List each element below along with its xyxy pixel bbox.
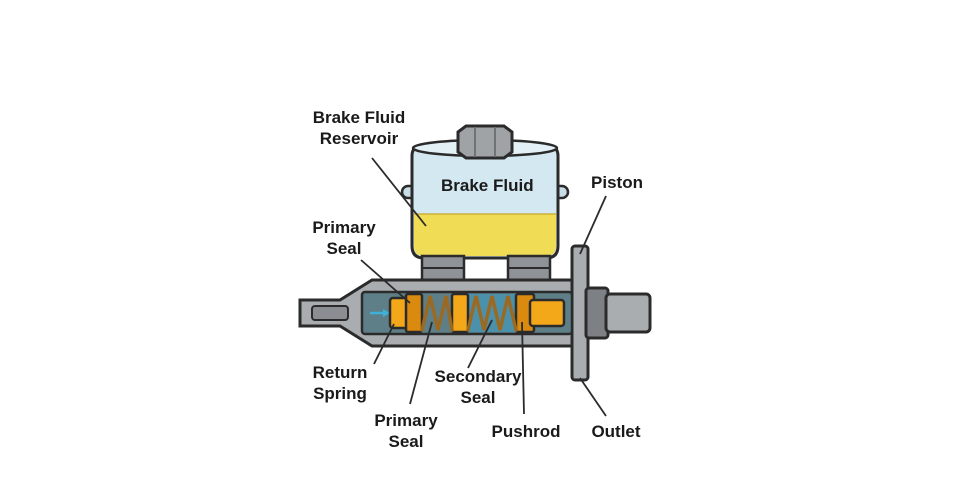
secondary-spring xyxy=(466,295,518,332)
label-outlet: Outlet xyxy=(591,422,641,441)
label-piston: Piston xyxy=(591,173,643,192)
label-line: Spring xyxy=(313,384,367,403)
reservoir-ports xyxy=(420,254,552,284)
reservoir-cap-bolt xyxy=(456,124,514,160)
label-primary-seal-bottom: Primary Seal xyxy=(364,410,448,452)
label-line: Primary xyxy=(312,218,376,237)
label-brake-fluid: Brake Fluid xyxy=(441,176,534,195)
return-spring xyxy=(420,295,454,332)
pushrod-housing xyxy=(584,286,652,340)
label-line: Seal xyxy=(326,239,362,258)
label-line: Secondary xyxy=(434,367,522,386)
label-line: Primary xyxy=(374,411,438,430)
label-line: Seal xyxy=(388,432,424,451)
label-line: Seal xyxy=(460,388,496,407)
label-line: Reservoir xyxy=(319,129,399,148)
label-pushrod: Pushrod xyxy=(491,422,561,441)
label-brake-fluid-reservoir: Brake Fluid Reservoir xyxy=(300,107,418,149)
label-secondary-seal: Secondary Seal xyxy=(424,366,532,408)
primary-piston xyxy=(388,292,470,334)
fluid-flow-arrow xyxy=(370,309,390,317)
label-line: Return xyxy=(312,363,368,382)
leader-lines xyxy=(360,157,607,417)
label-primary-seal-top: Primary Seal xyxy=(300,217,388,259)
label-return-spring: Return Spring xyxy=(302,362,378,404)
label-line: Brake Fluid xyxy=(312,108,406,127)
secondary-piston xyxy=(514,292,566,334)
